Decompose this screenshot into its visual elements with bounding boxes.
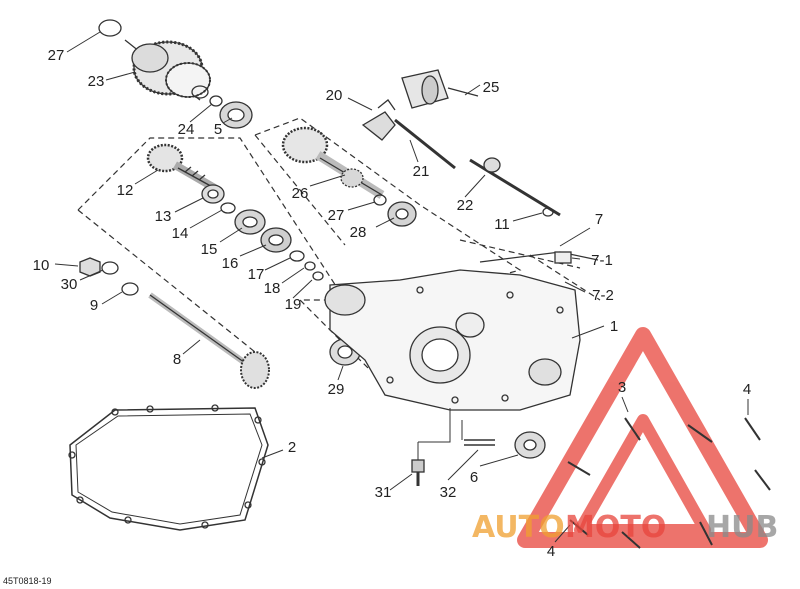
callout-1: 1 <box>610 318 618 335</box>
callout-12: 12 <box>117 182 134 199</box>
callout-5: 5 <box>214 121 222 138</box>
callout-21: 21 <box>413 163 430 180</box>
watermark-logo <box>517 327 768 548</box>
callout-23: 23 <box>88 73 105 90</box>
callout-7-2: 7-2 <box>592 287 614 304</box>
watermark-text-auto: AUTO <box>472 510 565 545</box>
callout-27b: 27 <box>328 207 345 224</box>
callout-6: 6 <box>470 469 478 486</box>
callout-11: 11 <box>494 216 510 233</box>
gear-12 <box>146 143 221 194</box>
callout-10: 10 <box>33 257 50 274</box>
sensor-7 <box>479 251 599 264</box>
watermark-text-hub: HUB <box>706 510 778 545</box>
guide-shift-right2 <box>529 254 601 301</box>
shift-shaft-22 <box>469 157 561 217</box>
ring-18 <box>304 261 316 271</box>
gear-assembly-23 <box>124 39 211 101</box>
callout-7-1: 7-1 <box>591 252 613 269</box>
part-11 <box>542 207 554 217</box>
bolts-4 <box>621 417 771 549</box>
callout-29: 29 <box>328 381 345 398</box>
gear-shaft-26 <box>281 126 385 199</box>
callout-2: 2 <box>288 439 296 456</box>
callout-31: 31 <box>375 484 392 501</box>
bearing-5 <box>219 101 253 129</box>
callout-22: 22 <box>457 197 474 214</box>
driveshaft-8 <box>148 292 270 389</box>
bearing-16 <box>260 227 292 253</box>
guide-countershaft-box <box>77 137 371 371</box>
callout-7: 7 <box>595 211 603 228</box>
circlip-14 <box>220 202 236 214</box>
callout-26: 26 <box>292 185 309 202</box>
callout-19: 19 <box>285 296 302 313</box>
bolts-3 <box>567 417 713 536</box>
shift-fork-20 <box>361 99 396 141</box>
bearing-15 <box>234 209 266 235</box>
washer-24 <box>209 95 223 107</box>
gasket-2 <box>68 404 269 531</box>
callout-24: 24 <box>178 121 195 138</box>
callout-9: 9 <box>90 297 98 314</box>
callout-14: 14 <box>172 225 189 242</box>
callout-20: 20 <box>326 87 343 104</box>
watermark-text-moto: MOTO <box>565 510 666 545</box>
bolt-31 <box>411 459 425 486</box>
callout-17: 17 <box>248 266 265 283</box>
washer-9 <box>121 282 139 296</box>
callout-16: 16 <box>222 255 239 272</box>
pin-32 <box>464 439 495 446</box>
nut-10 <box>79 257 101 277</box>
washer-30 <box>101 261 119 275</box>
shaft-21 <box>394 118 456 170</box>
callout-27a: 27 <box>48 47 65 64</box>
ring-17 <box>289 250 305 262</box>
washer-27-lower <box>373 194 387 206</box>
callout-18: 18 <box>264 280 281 297</box>
watermark-wordmark: AUTO MOTO HUB <box>472 510 778 545</box>
shift-drum-25 <box>401 69 479 109</box>
callout-30: 30 <box>61 276 78 293</box>
callout-labels: 27 23 24 5 20 25 12 26 21 13 14 27 22 15… <box>33 47 752 560</box>
callout-4a: 4 <box>743 381 751 398</box>
callout-32: 32 <box>440 484 457 501</box>
callout-28: 28 <box>350 224 367 241</box>
callout-15: 15 <box>201 241 218 258</box>
callout-25: 25 <box>483 79 500 96</box>
washer-27-top <box>98 19 122 37</box>
case-housing-1 <box>324 269 581 411</box>
diagram-code: 45T0818-19 <box>3 576 52 586</box>
ring-19 <box>312 271 324 281</box>
callout-4b: 4 <box>547 543 555 560</box>
bearing-28 <box>387 201 417 227</box>
guide-mainshaft-lower <box>254 134 346 246</box>
callout-8: 8 <box>173 351 181 368</box>
nut-6 <box>514 431 546 459</box>
callout-13: 13 <box>155 208 172 225</box>
callout-3: 3 <box>618 379 626 396</box>
leader-lines <box>54 31 749 543</box>
bushing-13 <box>201 184 225 204</box>
